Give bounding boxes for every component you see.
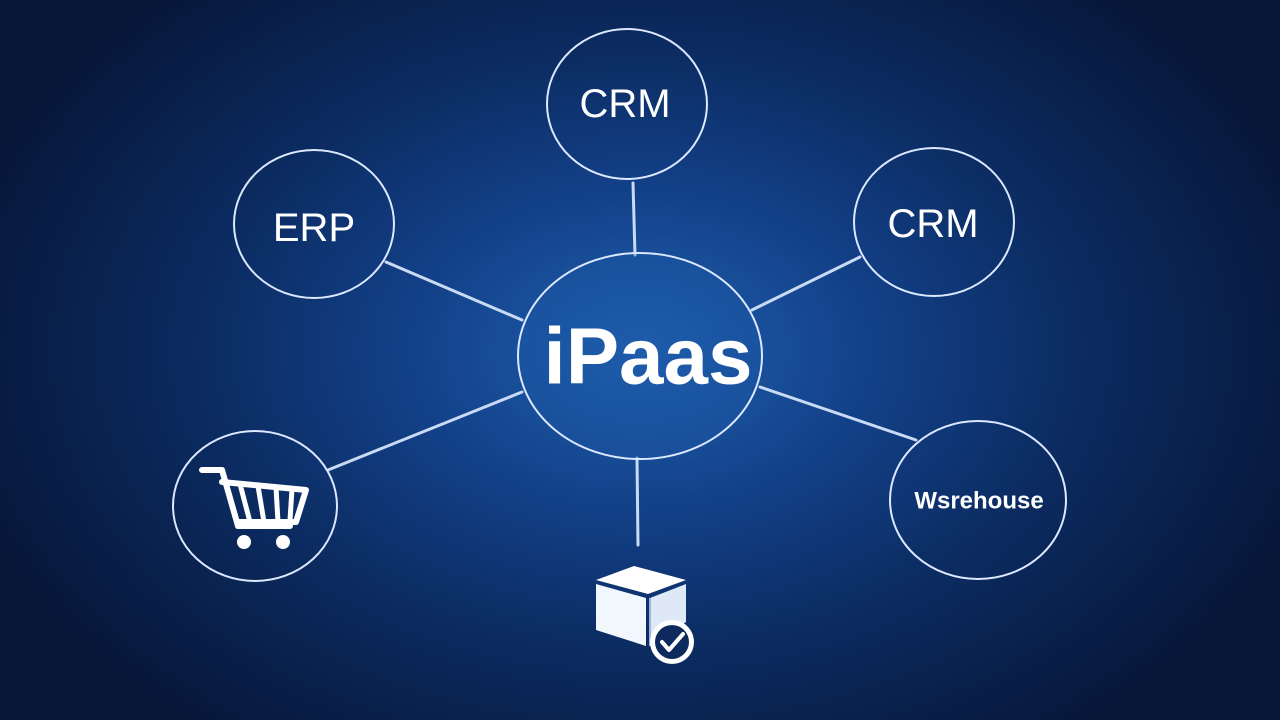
link-hub-box — [635, 456, 640, 547]
hub-node[interactable]: iPaas — [517, 252, 763, 460]
node-ring — [233, 149, 395, 299]
node-ring — [853, 147, 1015, 297]
node-label-crm-top: CRM — [579, 82, 670, 126]
shopping-cart-icon — [199, 467, 309, 549]
link-hub-cart — [326, 390, 524, 472]
node-erp[interactable]: ERP — [233, 149, 395, 299]
node-crm-right[interactable]: CRM — [853, 147, 1015, 297]
node-label-erp: ERP — [273, 206, 355, 250]
node-box[interactable] — [596, 566, 694, 664]
link-hub-warehouse — [758, 385, 918, 442]
link-hub-crm-right — [750, 255, 862, 312]
node-label-warehouse: Wsrehouse — [914, 488, 1043, 515]
node-warehouse[interactable]: Wsrehouse — [889, 420, 1067, 580]
node-ring — [172, 430, 338, 582]
link-hub-crm-top — [631, 181, 637, 257]
node-ring — [546, 28, 708, 180]
node-cart[interactable] — [172, 430, 338, 582]
node-ring — [889, 420, 1067, 580]
node-label-crm-right: CRM — [887, 202, 978, 246]
link-hub-erp — [384, 260, 524, 322]
package-check-icon — [596, 566, 694, 664]
hub-label: iPaas — [543, 312, 752, 401]
hub-ring — [517, 252, 763, 460]
node-crm-top[interactable]: CRM — [546, 28, 708, 180]
